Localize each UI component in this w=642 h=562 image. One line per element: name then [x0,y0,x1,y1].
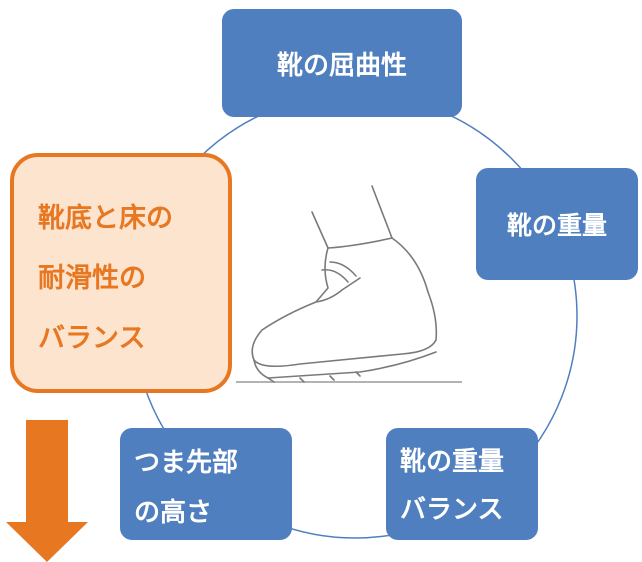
factor-label-toe-height-line2: の高さ [134,498,213,528]
factor-label-weight: 靴の重量 [506,211,607,240]
factor-box-weight-balance: 靴の重量 バランス [386,428,538,540]
shoe-illustration [251,185,438,383]
factor-box-flexibility: 靴の屈曲性 [222,9,462,117]
factor-label-weight-balance-line1: 靴の重量 [400,447,505,477]
factor-label-toe-height-line1: つま先部 [134,448,239,478]
factor-label-weight-balance-line2: バランス [400,495,504,525]
factor-box-slip-resistance-balance: 靴底と床の 耐滑性の バランス [10,153,232,393]
factor-label-flexibility: 靴の屈曲性 [276,50,407,81]
factor-label-slip-line2: 耐滑性の [38,263,146,294]
factor-box-weight: 靴の重量 [476,168,638,280]
factor-label-slip-line1: 靴底と床の [38,203,173,234]
down-arrow-icon [6,420,88,562]
factor-label-slip-line3: バランス [38,323,146,354]
factor-box-toe-height: つま先部 の高さ [120,428,292,540]
